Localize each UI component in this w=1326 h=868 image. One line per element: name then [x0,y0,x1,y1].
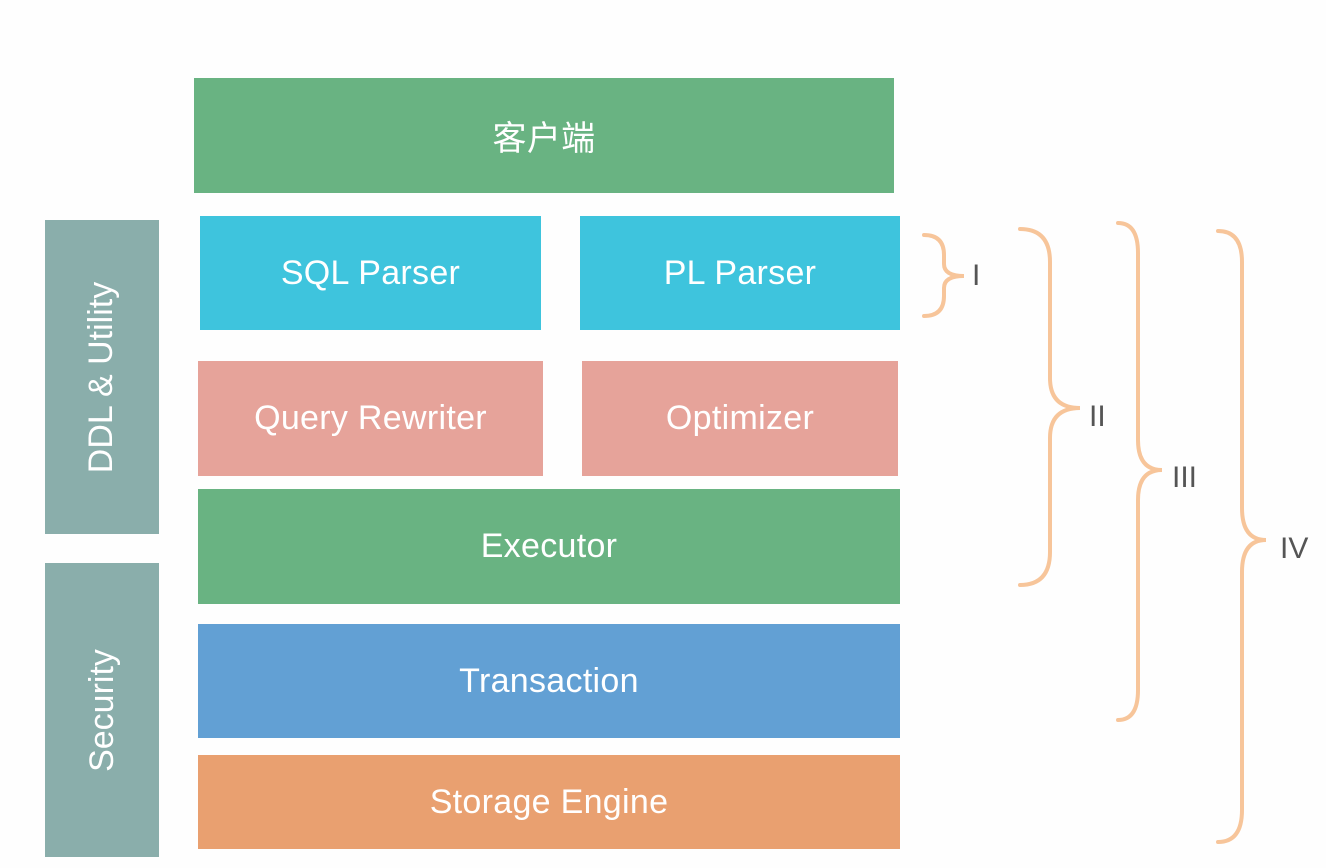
executor-box: Executor [198,489,900,604]
client-label: 客户端 [492,120,596,158]
storage-engine-label: Storage Engine [429,782,669,821]
bracket-iii [1116,221,1163,722]
sql-parser-label: SQL Parser [280,253,461,292]
security-panel: Security [45,563,159,857]
bracket-i-label: I [972,259,981,292]
pl-parser-label: PL Parser [663,253,817,292]
bracket-iv-label: IV [1280,532,1309,565]
transaction-box: Transaction [198,624,900,738]
client-box: 客户端 [194,78,894,193]
bracket-ii [1018,227,1081,587]
optimizer-label: Optimizer [665,399,815,437]
ddl-utility-panel: DDL & Utility [45,220,159,534]
storage-engine-box: Storage Engine [198,755,900,849]
optimizer-box: Optimizer [582,361,898,476]
transaction-label: Transaction [459,661,639,700]
bracket-iii-label: III [1172,461,1198,494]
bracket-ii-label: II [1089,400,1106,433]
bracket-iv [1216,229,1267,844]
pl-parser-box: PL Parser [580,216,900,330]
bracket-i [922,233,965,318]
query-rewriter-label: Query Rewriter [254,399,487,437]
query-rewriter-box: Query Rewriter [198,361,543,476]
sql-parser-box: SQL Parser [200,216,541,330]
executor-label: Executor [480,527,618,565]
